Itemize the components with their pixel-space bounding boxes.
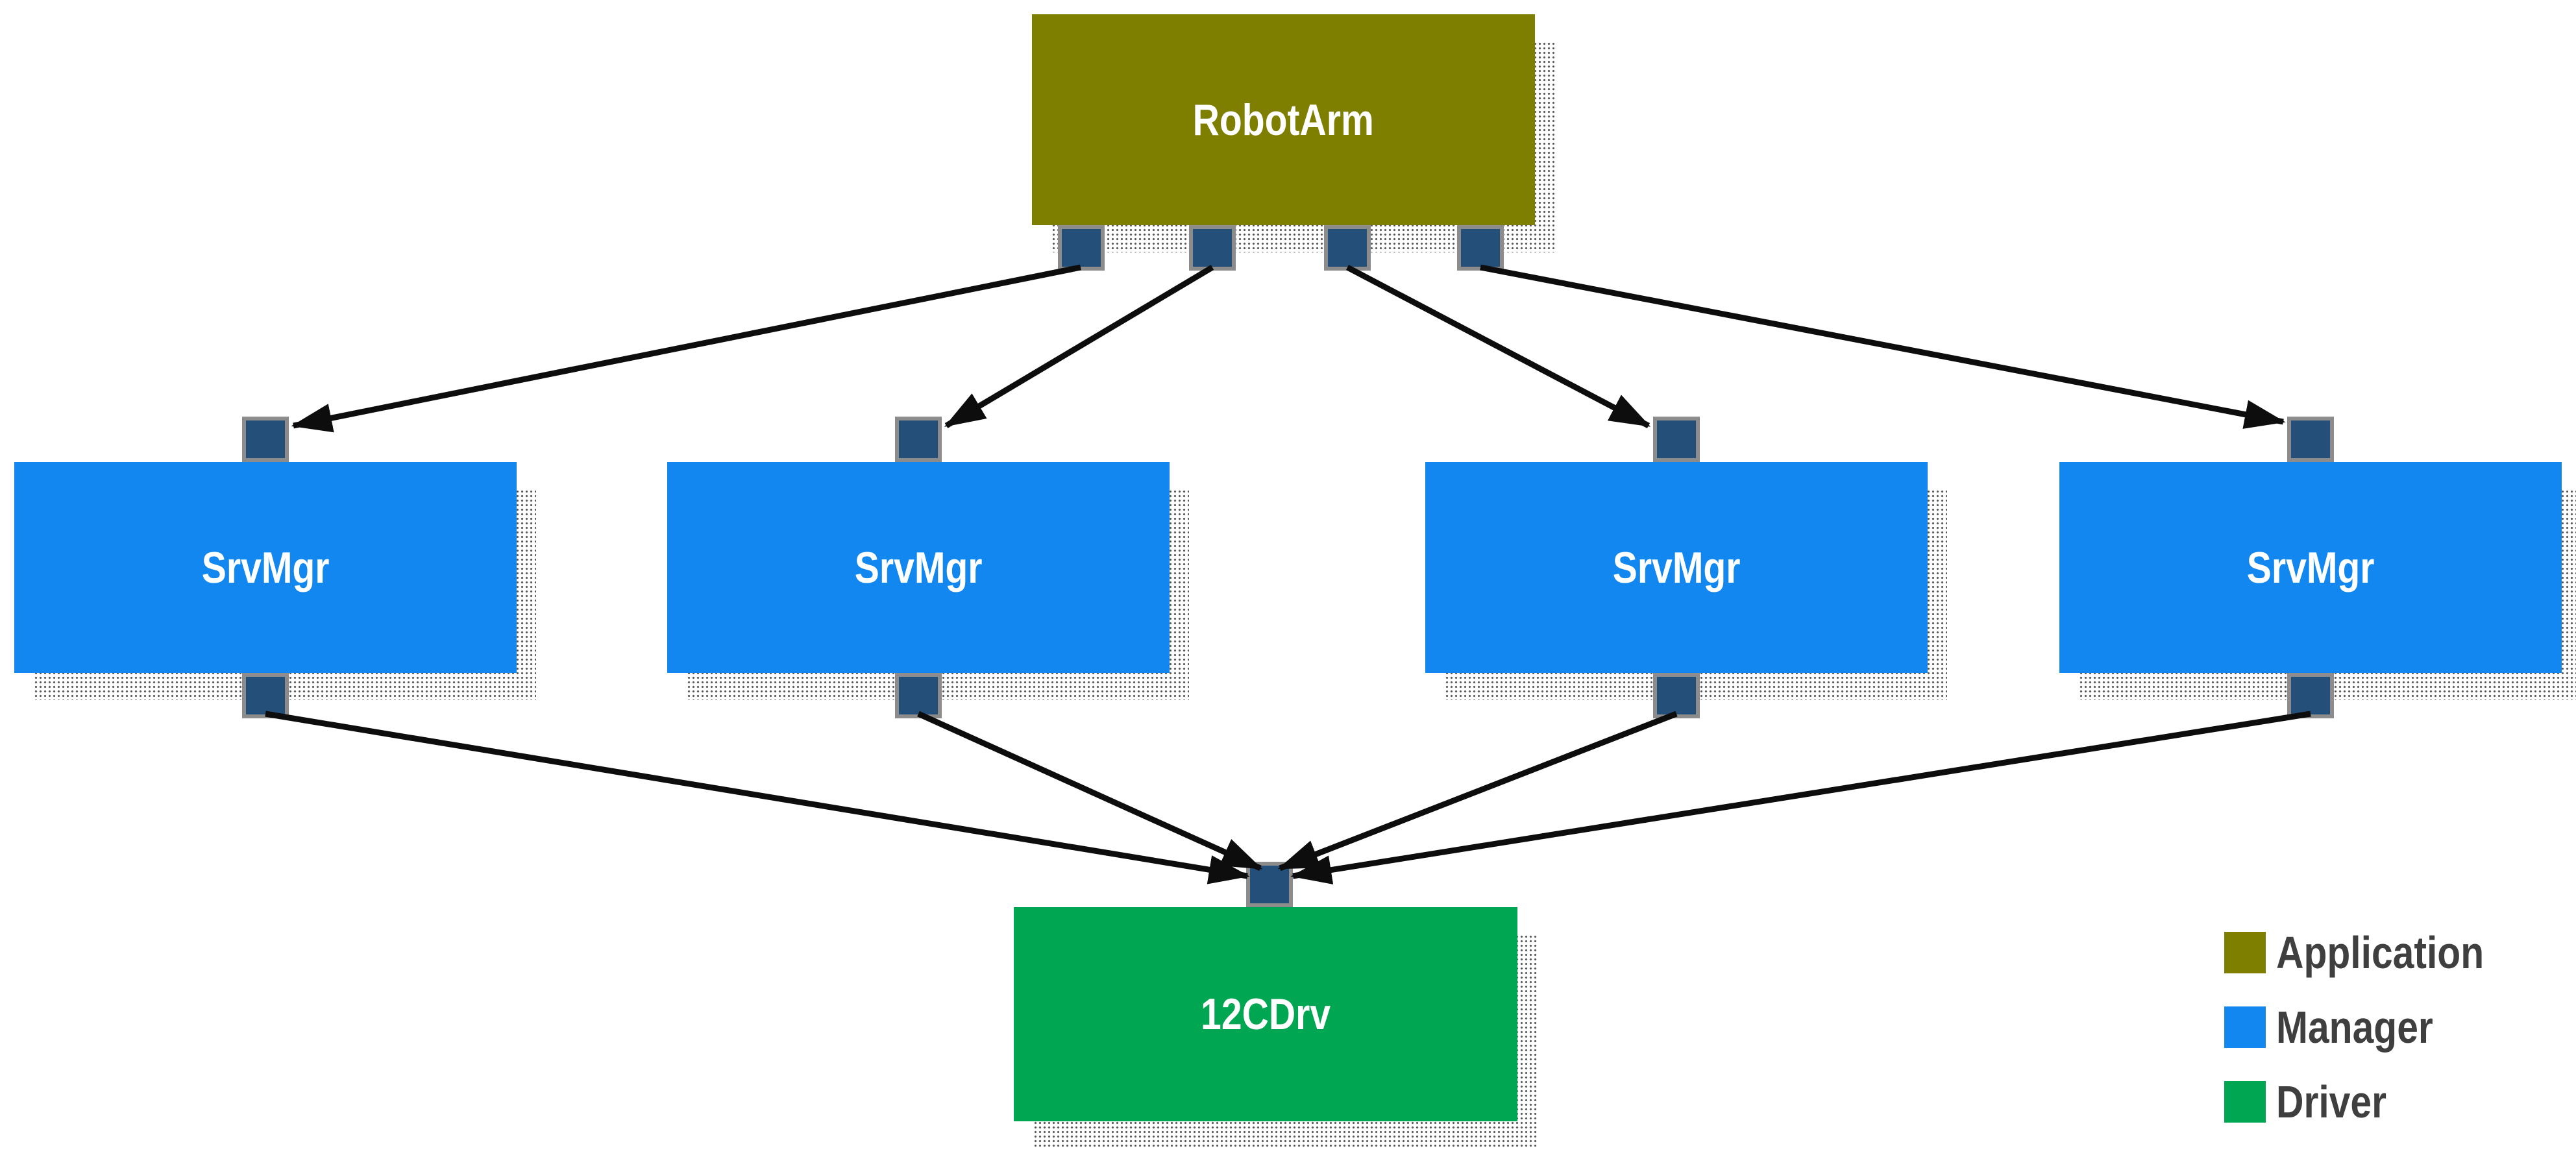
robotarm-port-3 <box>1324 225 1371 271</box>
legend-item-application: Application <box>2224 927 2523 979</box>
robotarm-port-4 <box>1457 225 1504 271</box>
edge-srvmgr3-to-i2cdrv <box>1277 711 1678 871</box>
legend-label-manager: Manager <box>2276 1002 2433 1053</box>
driver-color-swatch <box>2224 1081 2266 1123</box>
edge-srvmgr1-to-i2cdrv <box>265 711 1250 884</box>
node-robotarm-application: RobotArm <box>1032 14 1535 225</box>
srvmgr1-output-port <box>242 673 289 718</box>
srvmgr2-input-port <box>895 417 942 462</box>
application-color-swatch <box>2224 932 2266 973</box>
manager-color-swatch <box>2224 1006 2266 1048</box>
srvmgr1-input-port <box>242 417 289 462</box>
edge-srvmgr2-to-i2cdrv <box>917 711 1263 871</box>
legend-label-driver: Driver <box>2276 1077 2386 1127</box>
legend-item-manager: Manager <box>2224 1001 2523 1053</box>
edge-srvmgr4-to-i2cdrv <box>1290 711 2311 884</box>
srvmgr3-output-port <box>1653 673 1700 718</box>
node-srvmgr2-label: SrvMgr <box>854 542 983 592</box>
node-i2cdrv-label: 12CDrv <box>1200 990 1331 1039</box>
edge-robotarm-to-srvmgr2 <box>944 265 1214 428</box>
robotarm-port-2 <box>1189 225 1236 271</box>
srvmgr2-output-port <box>895 673 942 718</box>
edge-robotarm-to-srvmgr1 <box>291 264 1081 433</box>
node-srvmgr-3: SrvMgr <box>1425 462 1928 673</box>
node-srvmgr3-label: SrvMgr <box>1612 542 1741 592</box>
node-srvmgr1-label: SrvMgr <box>201 542 330 592</box>
srvmgr4-input-port <box>2287 417 2334 462</box>
legend-label-application: Application <box>2276 927 2484 978</box>
node-robotarm-label: RobotArm <box>1192 95 1375 145</box>
robotarm-port-1 <box>1058 225 1105 271</box>
edge-robotarm-to-srvmgr4 <box>1480 264 2286 429</box>
legend-item-driver: Driver <box>2224 1076 2523 1128</box>
i2cdrv-input-port <box>1246 862 1293 907</box>
legend: Application Manager Driver <box>2224 927 2523 1151</box>
node-srvmgr-4: SrvMgr <box>2059 462 2562 673</box>
srvmgr3-input-port <box>1653 417 1700 462</box>
srvmgr4-output-port <box>2287 673 2334 718</box>
node-srvmgr4-label: SrvMgr <box>2246 542 2375 592</box>
node-srvmgr-1: SrvMgr <box>14 462 517 673</box>
node-i2cdrv-driver: 12CDrv <box>1014 907 1517 1121</box>
node-srvmgr-2: SrvMgr <box>667 462 1170 673</box>
edge-robotarm-to-srvmgr3 <box>1345 265 1651 428</box>
